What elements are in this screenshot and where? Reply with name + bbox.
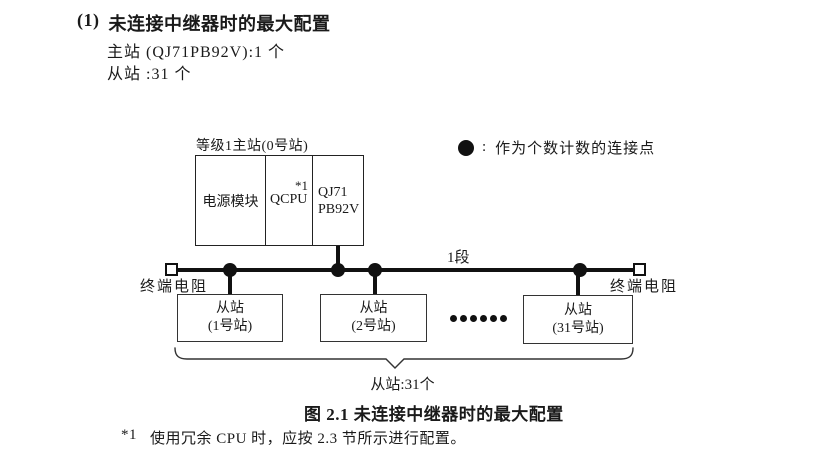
brace — [174, 347, 634, 369]
connection-dot — [368, 263, 382, 277]
slave-box-31: 从站 (31号站) — [523, 295, 633, 344]
drop-line-master — [336, 246, 340, 270]
cpu-cell: *1 QCPU — [266, 156, 313, 245]
drop-line-slave31 — [576, 270, 580, 296]
slave-31-station: (31号站) — [552, 320, 604, 336]
connection-dot — [573, 263, 587, 277]
master-spec-line: 主站 (QJ71PB92V):1 个 — [107, 44, 286, 61]
legend: : 作为个数计数的连接点 — [458, 137, 655, 158]
master-station-box: 电源模块 *1 QCPU QJ71 PB92V — [195, 155, 364, 246]
drop-line-slave1 — [228, 270, 232, 294]
footnote-text: 使用冗余 CPU 时，应按 2.3 节所示进行配置。 — [150, 431, 466, 447]
bus-line — [177, 268, 635, 272]
legend-label: 作为个数计数的连接点 — [495, 141, 656, 157]
module-name-line1: QJ71 — [318, 184, 348, 200]
slave-spec-line: 从站 :31 个 — [107, 66, 192, 83]
cpu-footnote-marker: *1 — [295, 178, 308, 193]
cpu-label: QCPU — [270, 192, 308, 207]
ellipsis-dots — [450, 315, 507, 322]
legend-separator: : — [482, 139, 488, 155]
slave-1-name: 从站 — [216, 301, 244, 316]
module-name-line2: PB92V — [318, 201, 360, 217]
slave-31-name: 从站 — [564, 302, 592, 318]
connection-dot — [331, 263, 345, 277]
connection-point-icon — [458, 139, 474, 156]
slave-box-2: 从站 (2号站) — [320, 294, 427, 342]
segment-label: 1段 — [447, 250, 470, 266]
terminator-label-left: 终端电阻 — [140, 279, 209, 295]
connection-dot — [223, 263, 237, 277]
master-station-label: 等级1主站(0号站) — [196, 139, 309, 154]
slave-2-name: 从站 — [359, 301, 388, 316]
power-module-cell: 电源模块 — [196, 156, 266, 245]
section-number: (1) — [77, 10, 100, 30]
section-title: 未连接中继器时的最大配置 — [108, 14, 331, 34]
section-heading: (1) 未连接中继器时的最大配置 — [77, 10, 331, 36]
terminator-square-left — [165, 263, 178, 276]
figure-caption: 图 2.1 未连接中继器时的最大配置 — [304, 405, 564, 424]
footnote-marker: *1 — [121, 427, 137, 443]
pb92v-module-cell: QJ71 PB92V — [313, 156, 363, 245]
slave-box-1: 从站 (1号站) — [177, 294, 283, 342]
slave-count-label: 从站:31个 — [370, 377, 435, 393]
footnote: *1 使用冗余 CPU 时，应按 2.3 节所示进行配置。 — [121, 427, 466, 448]
terminator-square-right — [633, 263, 646, 276]
drop-line-slave2 — [373, 270, 377, 294]
slave-1-station: (1号站) — [207, 319, 253, 334]
terminator-label-right: 终端电阻 — [610, 279, 679, 295]
slave-2-station: (2号站) — [351, 319, 396, 334]
